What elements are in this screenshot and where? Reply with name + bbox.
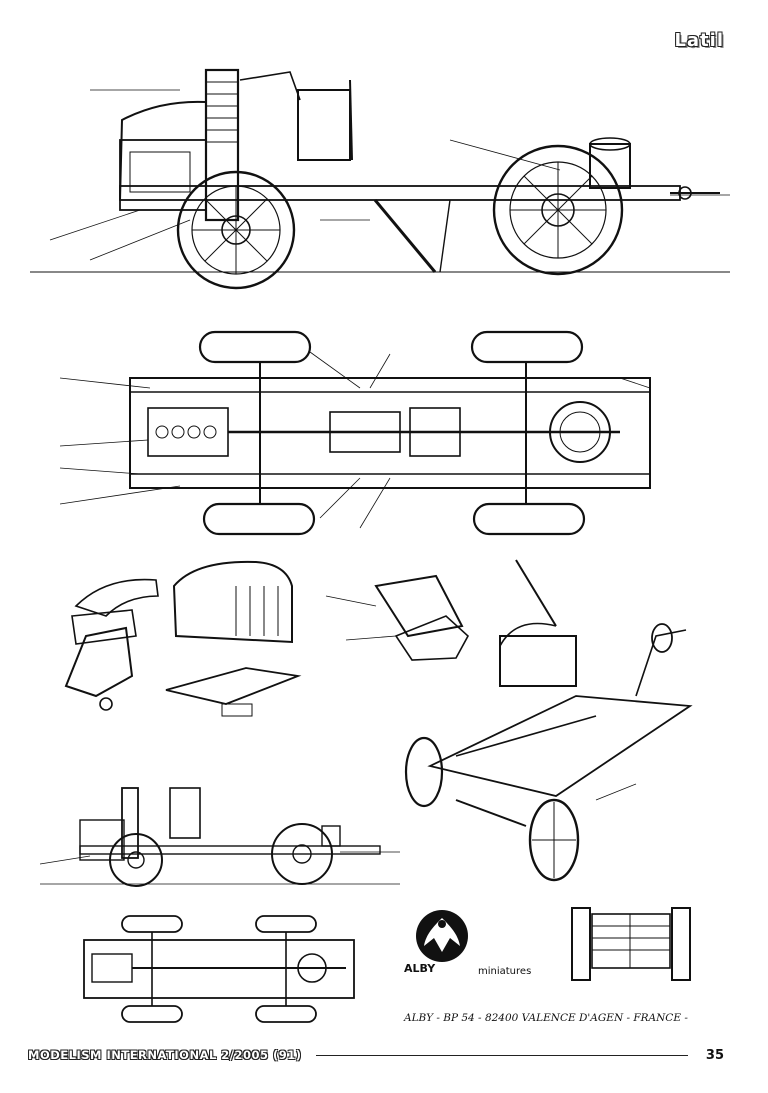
- maker-tagline: miniatures: [478, 966, 532, 977]
- small-front-view-drawing: [566, 904, 696, 984]
- chassis-plan-drawing: [60, 328, 670, 540]
- page-footer: MODELISM INTERNATIONAL 2/2005 (91) 35: [28, 1044, 724, 1066]
- page-number: 35: [705, 1047, 724, 1063]
- maker-address: ALBY - BP 54 - 82400 VALENCE D'AGEN - FR…: [404, 1012, 688, 1024]
- footer-rule: [315, 1054, 688, 1056]
- model-parts-drawing: [36, 556, 706, 886]
- small-plan-view-drawing: [56, 914, 376, 1024]
- small-side-view-drawing: [40, 780, 400, 890]
- maker-brand: ALBY: [404, 962, 436, 975]
- side-elevation-drawing: [30, 60, 740, 290]
- magazine-title: MODELISM INTERNATIONAL 2/2005 (91): [28, 1048, 302, 1062]
- maker-logo: [412, 908, 542, 980]
- page-title: Latil: [674, 30, 724, 51]
